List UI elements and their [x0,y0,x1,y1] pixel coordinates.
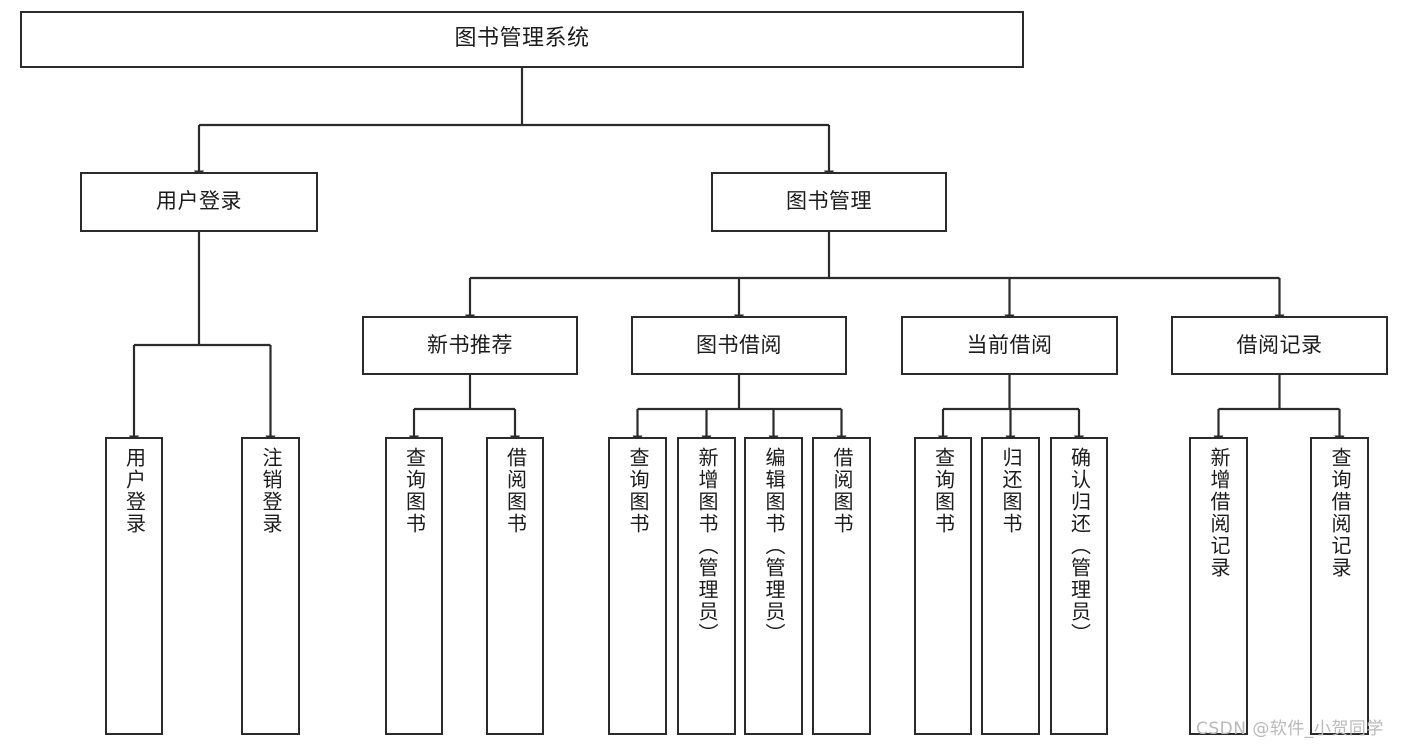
node-label: 新增图书（管理员） [695,447,719,645]
node-leaf-edit-book[interactable]: 编辑图书（管理员） [744,437,803,735]
node-root[interactable]: 图书管理系统 [20,11,1024,68]
node-label: 查询图书 [626,447,650,535]
node-leaf-add-book[interactable]: 新增图书（管理员） [677,437,736,735]
node-label: 图书管理 [786,189,872,214]
node-label: 用户登录 [122,447,147,535]
node-label: 借阅图书 [830,447,854,535]
node-leaf-query-book-3[interactable]: 查询图书 [914,437,972,735]
node-leaf-confirm-return[interactable]: 确认归还（管理员） [1050,437,1108,735]
node-label: 查询借阅记录 [1328,447,1352,579]
node-new-book-rec[interactable]: 新书推荐 [362,316,578,375]
node-book-manage[interactable]: 图书管理 [711,172,947,232]
node-label: 当前借阅 [966,332,1053,357]
node-leaf-borrow-book-1[interactable]: 借阅图书 [486,437,544,735]
node-leaf-add-record[interactable]: 新增借阅记录 [1189,437,1248,735]
node-leaf-query-record[interactable]: 查询借阅记录 [1310,437,1369,735]
node-label: 编辑图书（管理员） [762,447,786,645]
node-leaf-query-book-1[interactable]: 查询图书 [385,437,443,735]
node-leaf-query-book-2[interactable]: 查询图书 [608,437,667,735]
node-label: 确认归还（管理员） [1067,447,1092,645]
node-label: 新增借阅记录 [1207,447,1231,579]
node-label: 用户登录 [156,189,242,214]
node-leaf-user-login[interactable]: 用户登录 [105,437,163,735]
node-user-login[interactable]: 用户登录 [80,172,318,232]
node-leaf-return-book[interactable]: 归还图书 [981,437,1040,735]
csdn-watermark: CSDN @软件_小贺同学 [1196,719,1384,739]
node-borrow-record[interactable]: 借阅记录 [1171,316,1388,375]
node-label: 新书推荐 [427,332,513,357]
node-current-borrow[interactable]: 当前借阅 [901,316,1118,375]
node-book-borrow[interactable]: 图书借阅 [631,316,847,375]
node-label: 借阅图书 [503,447,528,535]
node-label: 查询图书 [931,447,956,535]
node-label: 注销登录 [259,447,283,535]
node-leaf-logout[interactable]: 注销登录 [241,437,300,735]
node-label: 图书管理系统 [454,26,590,52]
node-label: 图书借阅 [696,332,782,357]
node-label: 借阅记录 [1236,332,1323,357]
node-label: 查询图书 [402,447,427,535]
node-leaf-borrow-book-2[interactable]: 借阅图书 [812,437,871,735]
node-label: 归还图书 [999,447,1023,535]
